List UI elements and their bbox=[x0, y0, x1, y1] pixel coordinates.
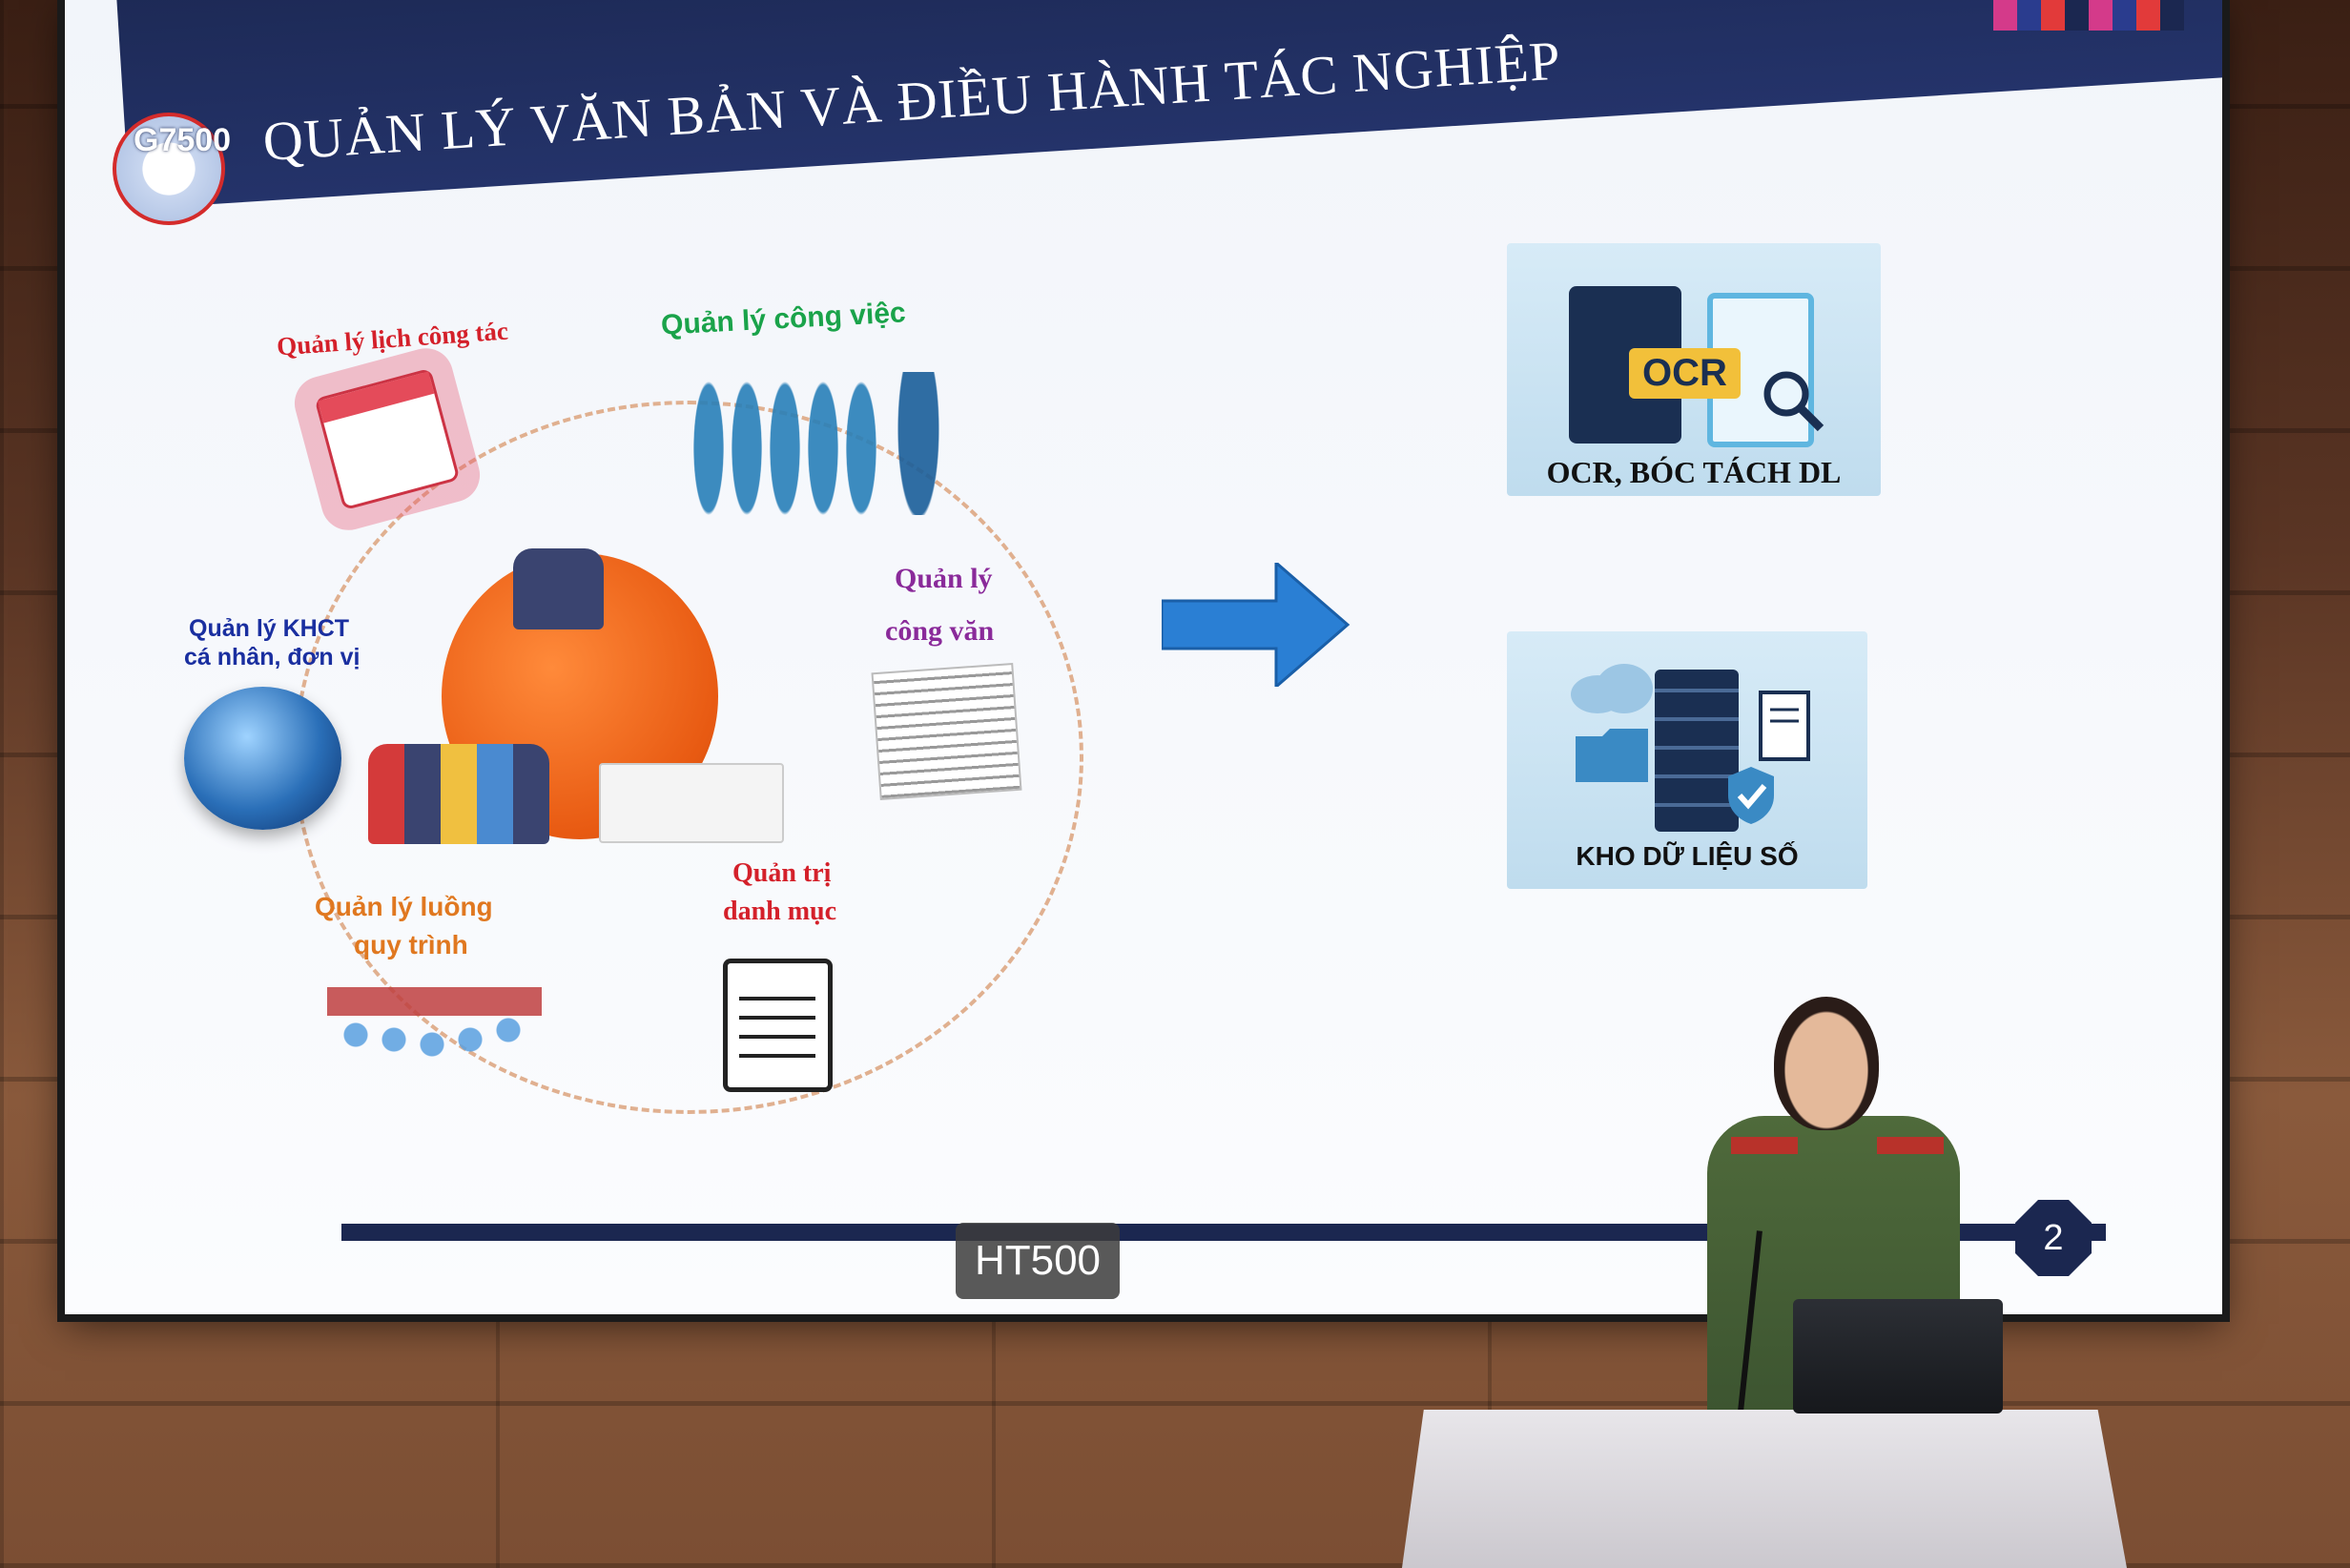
node-label-plans-line2: cá nhân, đơn vị bbox=[184, 644, 361, 671]
logo-emblem bbox=[113, 113, 225, 225]
node-label-plans-line1: Quản lý KHCT bbox=[189, 615, 350, 642]
folder-icon bbox=[1576, 729, 1648, 782]
node-label-documents-line2: công văn bbox=[885, 615, 995, 647]
presenter-head bbox=[1774, 997, 1879, 1130]
corner-pattern bbox=[1993, 0, 2184, 31]
ht500-badge: HT500 bbox=[956, 1223, 1120, 1299]
node-label-tasks: Quản lý công việc bbox=[660, 297, 907, 341]
documents-icon bbox=[871, 662, 1022, 801]
slide-progress-bar bbox=[341, 1224, 2106, 1241]
server-icon bbox=[1655, 670, 1739, 832]
node-label-catalog-line1: Quản trị bbox=[732, 858, 832, 888]
node-label-schedule: Quản lý lịch công tác bbox=[276, 316, 509, 361]
document-upload-icon bbox=[1759, 691, 1810, 761]
paper-stack bbox=[599, 763, 784, 843]
checklist-icon bbox=[723, 959, 833, 1092]
shield-check-icon bbox=[1728, 767, 1774, 824]
data-warehouse-card: KHO DỮ LIỆU SỐ bbox=[1507, 631, 1867, 889]
node-label-documents-line1: Quản lý bbox=[895, 563, 993, 594]
cloud-icon bbox=[1571, 664, 1653, 713]
slide-number-badge: 2 bbox=[2015, 1200, 2092, 1276]
laptop bbox=[1793, 1299, 2003, 1413]
manager-figure bbox=[513, 548, 604, 629]
right-epaulette bbox=[1877, 1137, 1944, 1154]
node-label-workflow-line1: Quản lý luồng bbox=[315, 892, 493, 921]
staff-group bbox=[368, 744, 549, 844]
ocr-chip: OCR bbox=[1629, 348, 1741, 399]
left-epaulette bbox=[1731, 1137, 1798, 1154]
presentation-table bbox=[1402, 1410, 2127, 1568]
right-arrow-icon bbox=[1162, 563, 1350, 687]
ocr-card: OCR OCR, BÓC TÁCH DL bbox=[1507, 243, 1881, 496]
magnifier-icon bbox=[1763, 371, 1824, 432]
ocr-card-label: OCR, BÓC TÁCH DL bbox=[1546, 455, 1842, 489]
globe-people-icon bbox=[184, 687, 341, 830]
workflow-network-icon bbox=[327, 968, 542, 1087]
node-label-catalog-line2: danh mục bbox=[723, 897, 837, 926]
team-silhouettes-icon bbox=[690, 372, 966, 515]
node-label-workflow-line2: quy trình bbox=[354, 930, 468, 959]
logo-text: G7500 bbox=[134, 122, 232, 158]
data-warehouse-card-label: KHO DỮ LIỆU SỐ bbox=[1576, 841, 1799, 871]
